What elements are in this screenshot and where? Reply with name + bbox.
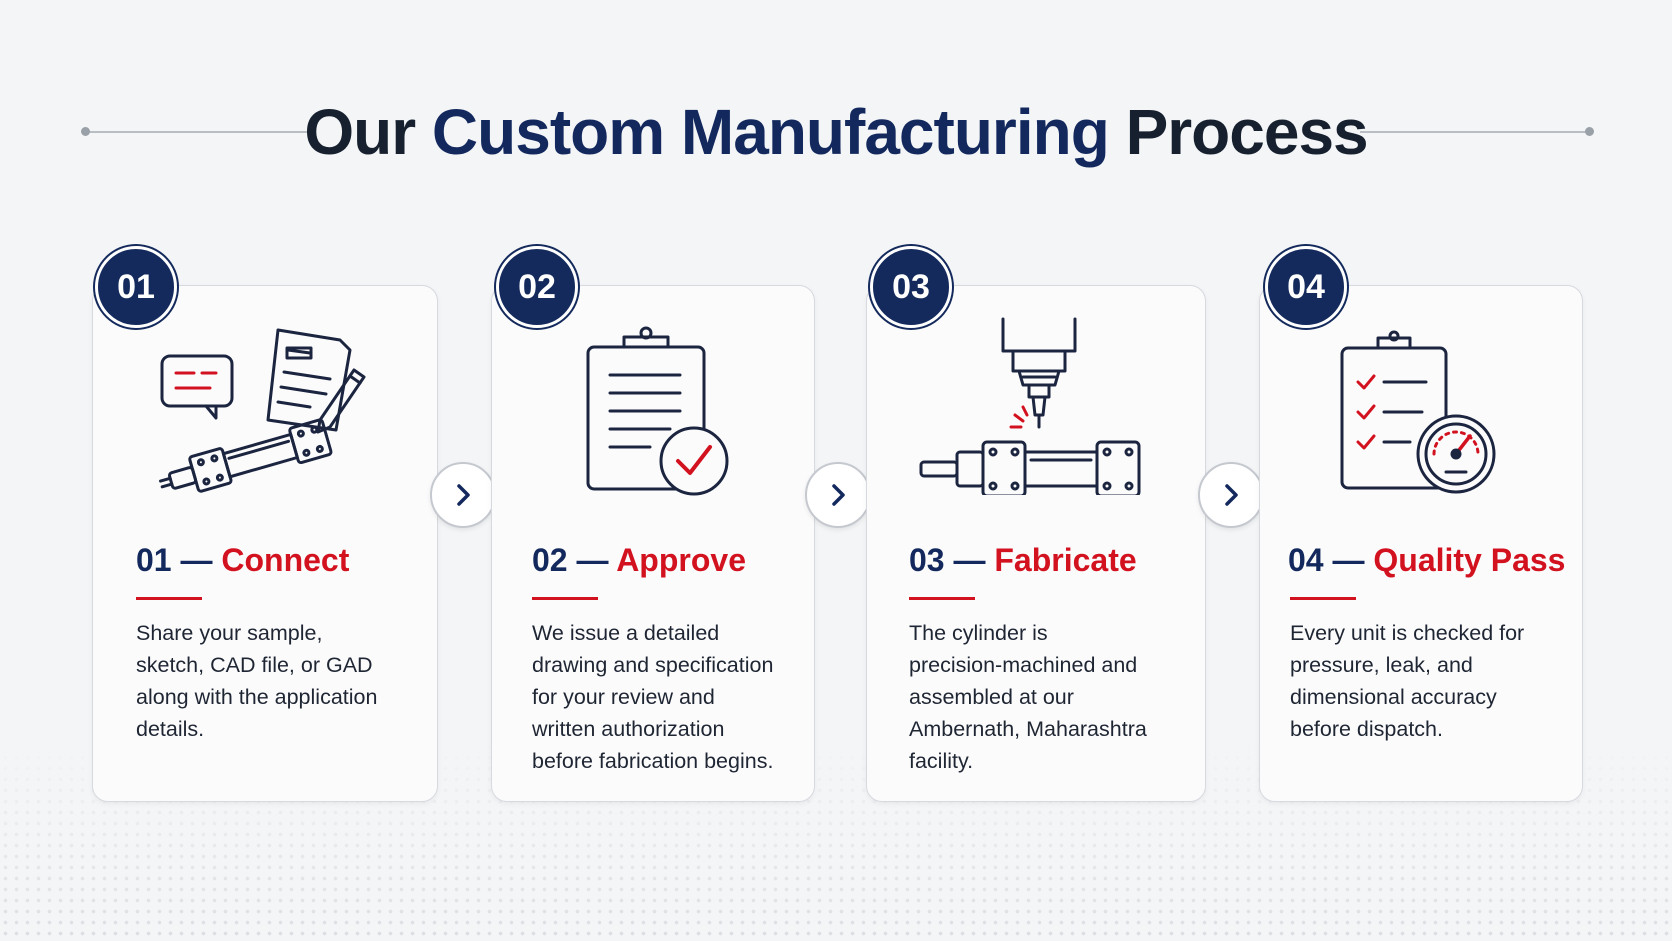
title-row: Our Custom Manufacturing Process bbox=[0, 92, 1672, 172]
description-line: written authorization bbox=[532, 717, 725, 741]
step-description-quality-pass: Every unit is checked for pressure, leak… bbox=[1290, 617, 1524, 745]
step-description-connect: Share your sample, sketch, CAD file, or … bbox=[136, 617, 377, 745]
title-part-2: Custom Manufacturing bbox=[431, 96, 1110, 168]
next-step-arrow-1 bbox=[430, 462, 496, 528]
next-step-arrow-3 bbox=[1198, 462, 1264, 528]
page-title: Our Custom Manufacturing Process bbox=[0, 92, 1672, 172]
description-line: We issue a detailed bbox=[532, 621, 720, 645]
step-underline bbox=[136, 597, 202, 600]
clipboard-check-icon bbox=[580, 325, 740, 500]
description-line: before fabrication begins. bbox=[532, 749, 774, 773]
step-heading-fabricate: 03 — Fabricate bbox=[909, 542, 1137, 579]
title-divider-left bbox=[85, 131, 313, 133]
step-badge-01: 01 bbox=[95, 246, 177, 328]
description-line: pressure, leak, and bbox=[1290, 653, 1473, 677]
title-divider-dot-left bbox=[81, 127, 90, 136]
description-line: assembled at our bbox=[909, 685, 1074, 709]
step-card-quality-pass bbox=[1259, 285, 1583, 802]
title-divider-right bbox=[1360, 131, 1588, 133]
step-underline bbox=[532, 597, 598, 600]
step-heading-approve: 02 — Approve bbox=[532, 542, 746, 579]
chevron-right-icon bbox=[832, 484, 845, 506]
step-heading-connect: 01 — Connect bbox=[136, 542, 349, 579]
description-line: facility. bbox=[909, 749, 974, 773]
description-line: dimensional accuracy bbox=[1290, 685, 1497, 709]
step-card-approve bbox=[491, 285, 815, 802]
checklist-gauge-icon bbox=[1338, 330, 1503, 500]
chevron-right-icon bbox=[1225, 484, 1238, 506]
step-name-connect: Connect bbox=[221, 542, 350, 578]
step-number-02: 02 — bbox=[532, 542, 609, 578]
description-line: precision-machined and bbox=[909, 653, 1138, 677]
chevron-right-icon bbox=[457, 484, 470, 506]
step-badge-03: 03 bbox=[870, 246, 952, 328]
step-name-fabricate: Fabricate bbox=[994, 542, 1137, 578]
step-number-04: 04 — bbox=[1288, 542, 1365, 578]
title-part-3: Process bbox=[1125, 96, 1369, 168]
description-line: drawing and specification bbox=[532, 653, 774, 677]
step-name-approve: Approve bbox=[616, 542, 746, 578]
description-line: for your review and bbox=[532, 685, 715, 709]
step-underline bbox=[1290, 597, 1356, 600]
chat-document-cylinder-icon bbox=[150, 320, 380, 500]
step-underline bbox=[909, 597, 975, 600]
description-line: Share your sample, bbox=[136, 621, 323, 645]
step-number-03: 03 — bbox=[909, 542, 986, 578]
description-line: The cylinder is bbox=[909, 621, 1048, 645]
step-badge-04: 04 bbox=[1265, 246, 1347, 328]
next-step-arrow-2 bbox=[805, 462, 871, 528]
description-line: details. bbox=[136, 717, 205, 741]
description-line: sketch, CAD file, or GAD bbox=[136, 653, 373, 677]
title-divider-dot-right bbox=[1585, 127, 1594, 136]
step-name-quality-pass: Quality Pass bbox=[1373, 542, 1566, 578]
step-number-01: 01 — bbox=[136, 542, 213, 578]
machining-cylinder-icon bbox=[915, 315, 1155, 498]
description-line: Ambernath, Maharashtra bbox=[909, 717, 1147, 741]
step-heading-quality-pass: 04 — Quality Pass bbox=[1288, 542, 1565, 579]
description-line: before dispatch. bbox=[1290, 717, 1443, 741]
title-part-1: Our bbox=[304, 96, 416, 168]
step-badge-02: 02 bbox=[496, 246, 578, 328]
description-line: Every unit is checked for bbox=[1290, 621, 1525, 645]
step-card-connect bbox=[92, 285, 438, 802]
step-description-fabricate: The cylinder is precision-machined and a… bbox=[909, 617, 1147, 777]
step-description-approve: We issue a detailed drawing and specific… bbox=[532, 617, 773, 777]
description-line: along with the application bbox=[136, 685, 378, 709]
